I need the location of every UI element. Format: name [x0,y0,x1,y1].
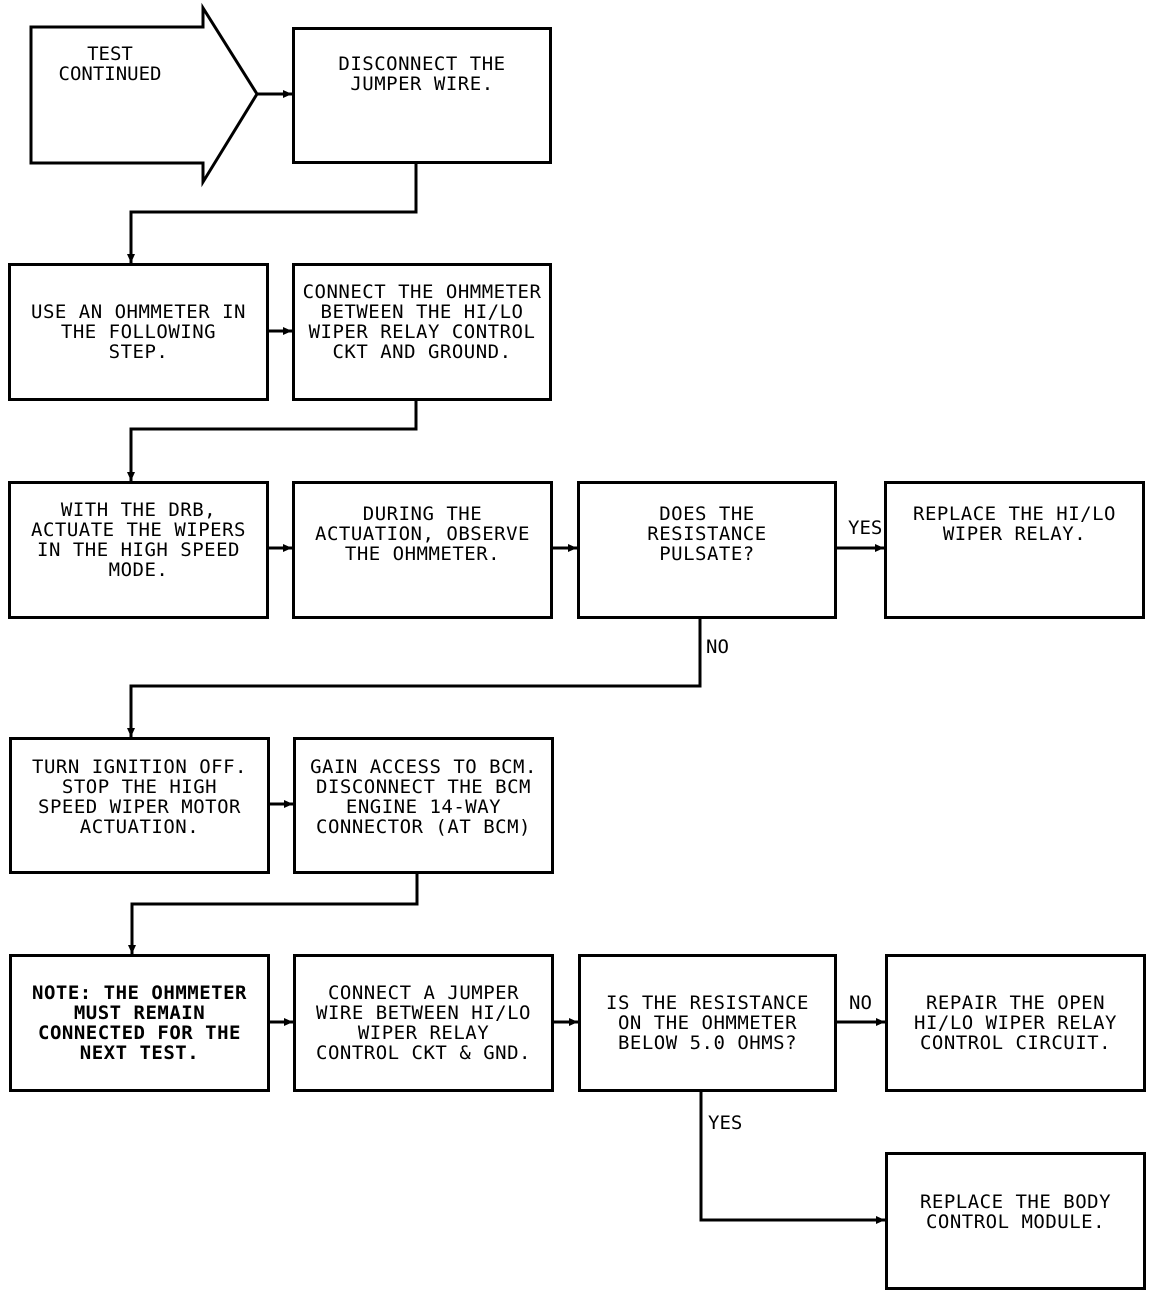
step-use-ohmmeter-text: USE AN OHMMETER IN THE FOLLOWING STEP. [31,301,246,363]
connector-below-yes [699,1091,885,1224]
result-replace-bcm: REPLACE THE BODY CONTROL MODULE. [885,1152,1146,1290]
step-turn-ignition-off: TURN IGNITION OFF. STOP THE HIGH SPEED W… [9,737,270,874]
edge-label-below-no: NO [849,992,872,1014]
start-arrow-shape [29,2,259,188]
result-repair-open-circuit: REPAIR THE OPEN HI/LO WIPER RELAY CONTRO… [885,954,1146,1092]
step-during-actuation: DURING THE ACTUATION, OBSERVE THE OHMMET… [292,481,553,619]
start-label: TEST CONTINUED [58,43,162,85]
decision-resistance-pulsate-text: DOES THE RESISTANCE PULSATE? [647,503,767,565]
step-with-drb: WITH THE DRB, ACTUATE THE WIPERS IN THE … [8,481,269,619]
step-use-ohmmeter: USE AN OHMMETER IN THE FOLLOWING STEP. [8,263,269,401]
step-connect-jumper-text: CONNECT A JUMPER WIRE BETWEEN HI/LO WIPE… [316,982,531,1064]
result-replace-relay: REPLACE THE HI/LO WIPER RELAY. [884,481,1145,619]
step-gain-access-bcm-text: GAIN ACCESS TO BCM. DISCONNECT THE BCM E… [310,755,537,838]
result-replace-bcm-text: REPLACE THE BODY CONTROL MODULE. [919,1191,1112,1233]
step-gain-access-bcm: GAIN ACCESS TO BCM. DISCONNECT THE BCM E… [293,737,554,874]
edge-label-pulsate-yes: YES [848,517,883,539]
decision-resistance-below: IS THE RESISTANCE ON THE OHMMETER BELOW … [578,954,837,1092]
step-disconnect-jumper: DISCONNECT THE JUMPER WIRE. [292,27,552,164]
connector-gain-access-to-note [128,873,419,954]
step-connect-jumper: CONNECT A JUMPER WIRE BETWEEN HI/LO WIPE… [293,954,554,1092]
connector-connect-ohmmeter-to-with-drb [127,400,418,481]
result-repair-open-circuit-text: REPAIR THE OPEN HI/LO WIPER RELAY CONTRO… [914,992,1117,1054]
decision-resistance-below-text: IS THE RESISTANCE ON THE OHMMETER BELOW … [606,992,809,1054]
decision-resistance-pulsate: DOES THE RESISTANCE PULSATE? [577,481,837,619]
step-with-drb-text: WITH THE DRB, ACTUATE THE WIPERS IN THE … [31,499,246,581]
step-note-ohmmeter: NOTE: THE OHMMETER MUST REMAIN CONNECTED… [9,954,270,1092]
step-note-ohmmeter-text: NOTE: THE OHMMETER MUST REMAIN CONNECTED… [32,982,247,1064]
connector-pulsate-no [127,618,702,737]
step-connect-ohmmeter-text: CONNECT THE OHMMETER BETWEEN THE HI/LO W… [302,281,542,363]
connector-disconnect-to-use-ohmmeter [127,163,418,263]
step-disconnect-jumper-text: DISCONNECT THE JUMPER WIRE. [338,52,506,95]
edge-label-below-yes: YES [708,1112,743,1134]
edge-label-pulsate-no: NO [706,636,729,658]
step-during-actuation-text: DURING THE ACTUATION, OBSERVE THE OHMMET… [315,503,530,565]
result-replace-relay-text: REPLACE THE HI/LO WIPER RELAY. [913,503,1116,545]
step-turn-ignition-off-text: TURN IGNITION OFF. STOP THE HIGH SPEED W… [32,755,247,838]
step-connect-ohmmeter: CONNECT THE OHMMETER BETWEEN THE HI/LO W… [292,263,552,401]
